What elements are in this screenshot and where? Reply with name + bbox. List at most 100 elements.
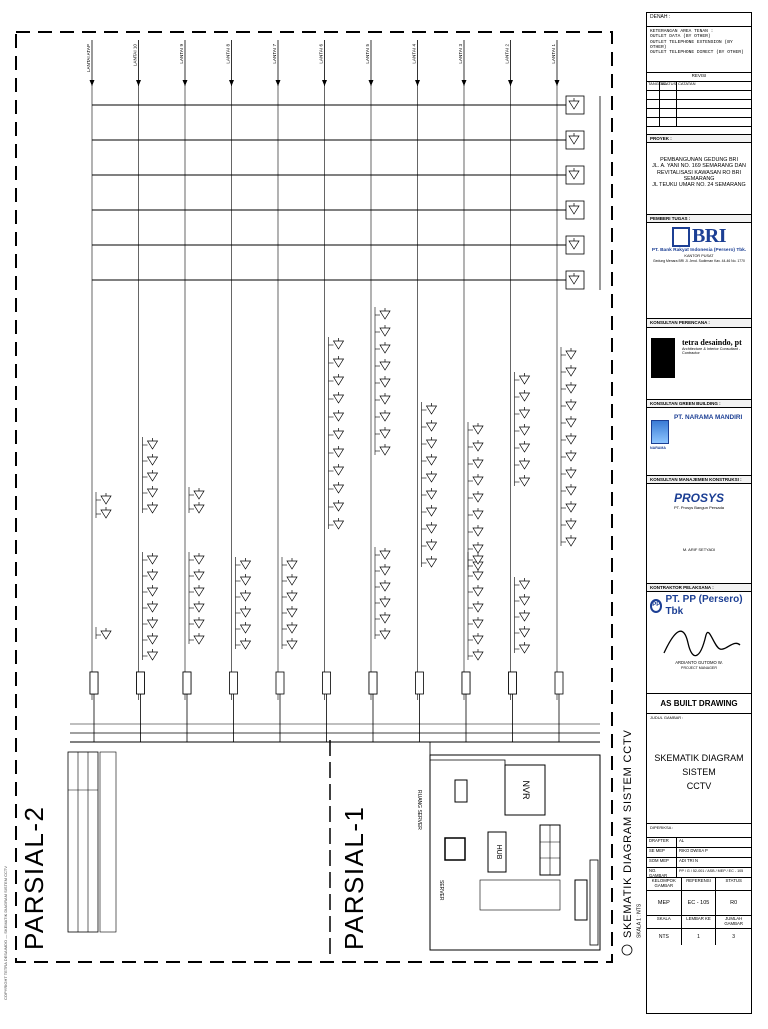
prosys-name: PT. Prosys Bangun Persada [673,504,725,510]
cctv-camera-icon [565,365,577,377]
floor-label: LANTAI 3 [458,44,463,64]
cctv-camera-icon [286,638,298,650]
foot-headers: SKALA LEMBAR KE JUMLAH GAMBAR [647,915,751,929]
cctv-camera-icon [518,373,531,385]
foot-values: NTS 1 3 [647,928,751,945]
floor-label: LANTAI 10 [133,44,138,67]
cctv-camera-icon [518,390,531,402]
cctv-camera-icon [472,542,484,554]
floor-label: LANTAI 6 [319,44,324,64]
monitor-screen [444,837,466,861]
cctv-camera-icon [286,574,298,586]
cctv-camera-icon [425,471,438,483]
cctv-camera-icon [146,601,159,613]
staff-role: SE MEP [647,848,677,859]
cctv-camera-icon [193,617,205,629]
cctv-camera-icon [379,564,391,576]
cctv-camera-icon [518,407,531,419]
cctv-camera-icon [193,553,205,565]
cctv-camera-icon [379,376,391,388]
green-cell: PT. NARAMA MANDIRI NARAMA [647,408,751,476]
title-bubble [621,944,633,956]
cctv-camera-icon [146,569,159,581]
mk-label: KONSULTAN MANAJEMEN KONSTRUKSI : [647,475,751,484]
bri-name: PT. Bank Rakyat Indonesia (Persero) Tbk. [651,248,747,254]
copyright-line: COPYRIGHT TETRA DESAIMDO — SKEMATIK DIAG… [3,866,8,1000]
perencana-label: KONSULTAN PERENCANA : [647,319,751,328]
prosys-logo: PROSYS [673,490,724,505]
cctv-camera-icon [472,457,484,469]
proyek-line: JL TEUKU UMAR NO. 24 SEMARANG [652,181,746,188]
proyek-line: PEMBANGUNAN GEDUNG BRI [660,157,738,164]
server-label: SERVER [438,880,444,901]
judul-line: SKEMATIK DIAGRAM SISTEM [654,752,744,778]
cctv-camera-icon [193,569,205,581]
cctv-camera-icon [239,606,252,618]
drawing-border [15,31,613,963]
cctv-camera-icon [425,437,438,449]
cctv-camera-icon [518,578,531,590]
cctv-camera-icon [472,617,484,629]
judul-line: CCTV [686,781,712,792]
rev-col-status: STATUS [660,81,677,91]
hub-box [487,831,507,873]
denah-label: DENAH : [650,14,671,20]
arrow-icon [182,80,188,86]
cctv-camera-icon [146,649,159,661]
server-unit [454,779,468,803]
kelompok-header: KELOMPOK GAMBAR [647,878,682,890]
junction-box [182,671,192,695]
cctv-camera-icon [332,464,345,476]
pemberi-cell: BRI PT. Bank Rakyat Indonesia (Persero) … [647,223,751,320]
cctv-camera-icon [193,585,205,597]
legend-line: KETERANGAN AREA TENAN : [650,29,714,34]
cctv-camera-icon [565,433,577,445]
cctv-camera-icon [425,522,438,534]
cctv-camera-icon [518,610,531,622]
judul-gambar: SKEMATIK DIAGRAM SISTEM CCTV [650,751,748,794]
cctv-camera-icon [568,273,580,285]
arrow-icon [415,80,420,86]
perencana-cell: tetra desaindo, pt Architecture & Interi… [647,328,751,400]
junction-box [554,671,564,695]
no-gambar-value: PP / G / 52-001 / ASB / MEP / EC - 105 [677,868,751,879]
cctv-camera-icon [239,590,252,602]
cctv-camera-icon [332,410,345,422]
legend-line: OUTLET DATA (BY OTHER) [650,34,711,40]
cctv-camera-icon [332,374,345,386]
cctv-camera-icon [425,556,438,568]
cctv-camera-icon [472,423,484,435]
ups-unit [574,879,588,921]
referensi-value: EC - 105 [682,890,717,915]
cctv-camera-icon [425,454,438,466]
cctv-camera-icon [146,633,159,645]
judul-label: JUDUL GAMBAR : [650,715,684,721]
junction-box [89,671,99,695]
cctv-camera-icon [565,348,577,360]
cctv-camera-icon [379,628,391,640]
cctv-camera-icon [568,238,580,250]
floor-label: LANTAI ATAP [86,44,91,72]
cctv-camera-icon [425,539,438,551]
cctv-camera-icon [568,203,580,215]
as-built-label: AS BUILT DRAWING [647,694,751,715]
junction-box [461,671,471,695]
cctv-camera-icon [379,342,391,354]
cctv-camera-icon [425,505,438,517]
cctv-camera-icon [379,427,391,439]
server-room: NVR HUB SERVER RUANG SERVER [416,754,601,951]
floor-label: LANTAI 9 [179,44,184,64]
skala-value: NTS [647,928,682,945]
revision-table: TANGGAL STATUS CATATAN [647,81,751,127]
cctv-camera-icon [518,626,531,638]
diagram-scale: SKALA 1 : NTS [636,903,642,938]
cctv-camera-icon [565,416,577,428]
cctv-camera-icon [332,518,345,530]
cctv-camera-icon [332,356,345,368]
junction-box [229,671,238,695]
revisi-label: REVISI [647,73,751,82]
